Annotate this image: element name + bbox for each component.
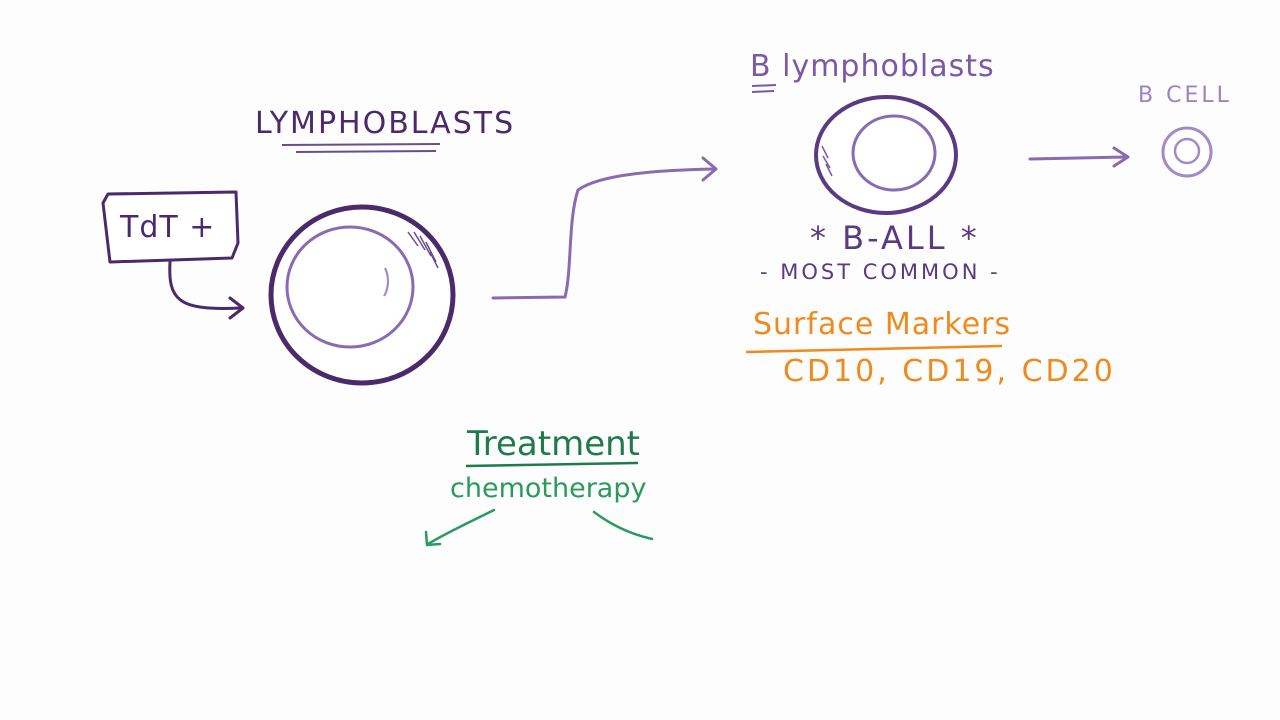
treatment-underline: [465, 461, 639, 468]
bcell-arrowhead: [1112, 146, 1130, 168]
chemo-branch-right: [592, 510, 654, 541]
tdt-label: TdT +: [120, 210, 216, 245]
b-lymphoblasts-label: B lymphoblasts: [750, 49, 995, 84]
surface-markers-label: Surface Markers: [753, 307, 1012, 342]
tdt-box: [101, 190, 240, 264]
treatment-label: Treatment: [467, 424, 641, 464]
lymphoblast-cell: [268, 204, 456, 386]
tdt-arrowhead: [228, 296, 245, 320]
tdt-arrow: [168, 260, 242, 310]
most-common-label: - MOST COMMON -: [760, 260, 1001, 284]
b-underline: [751, 84, 777, 93]
b-all-label: * B-ALL *: [810, 219, 980, 257]
b-cell: [1161, 126, 1213, 178]
lineage-arrow: [491, 167, 717, 300]
chemo-branch-left-head: [424, 530, 442, 547]
lymphoblasts-label: LYMPHOBLASTS: [255, 106, 516, 141]
b-lymphoblast-cell: [814, 95, 958, 215]
lineage-arrowhead: [701, 156, 718, 182]
b-cell-label: B CELL: [1138, 83, 1232, 108]
bcell-arrow: [1028, 155, 1128, 161]
chemo-branch-left: [426, 508, 496, 546]
cd-markers-label: CD10, CD19, CD20: [783, 354, 1116, 389]
chemotherapy-label: chemotherapy: [450, 473, 647, 504]
surface-markers-underline: [745, 344, 1003, 354]
lymphoblasts-underline: [281, 143, 441, 153]
